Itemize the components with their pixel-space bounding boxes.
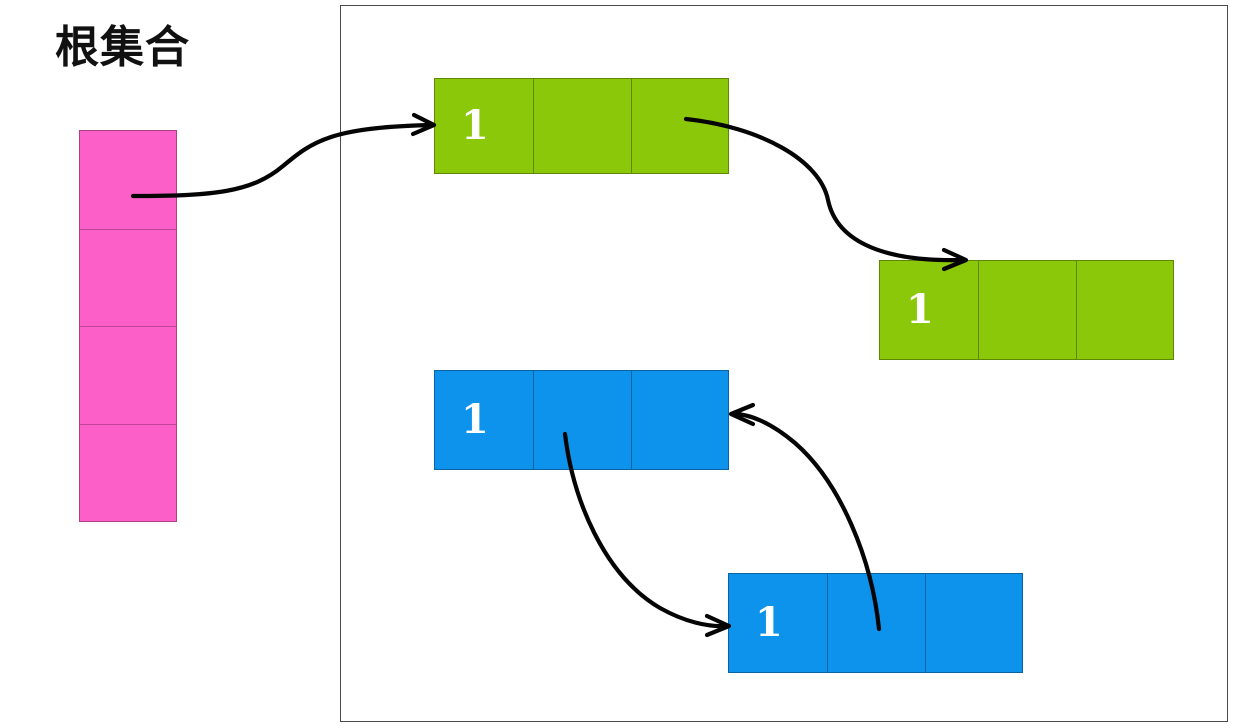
root-set-block [79, 130, 177, 522]
blue-object-2-refcount: 1 [755, 599, 783, 646]
blue-object-1-field-2 [630, 371, 728, 469]
root-set-slot-2 [80, 228, 176, 327]
blue-object-2: 1 [728, 573, 1023, 673]
green-object-2: 1 [879, 260, 1174, 360]
blue-object-1-field-1 [533, 371, 630, 469]
green-object-2-refcount-cell: 1 [880, 261, 978, 359]
root-set-slot-3 [80, 326, 176, 424]
green-object-1-refcount: 1 [461, 102, 489, 149]
green-object-1-refcount-cell: 1 [435, 79, 533, 173]
green-object-2-field-2 [1075, 261, 1173, 359]
green-object-2-field-1 [978, 261, 1075, 359]
blue-object-1: 1 [434, 370, 729, 470]
green-object-1: 1 [434, 78, 729, 174]
green-object-1-field-2 [630, 79, 728, 173]
blue-object-2-refcount-cell: 1 [729, 574, 827, 672]
green-object-1-field-1 [533, 79, 630, 173]
page-title: 根集合 [55, 22, 190, 73]
green-object-2-refcount: 1 [906, 286, 934, 333]
blue-object-2-field-1 [827, 574, 924, 672]
root-set-slot-4 [80, 423, 176, 522]
blue-object-1-refcount: 1 [461, 396, 489, 443]
blue-object-1-refcount-cell: 1 [435, 371, 533, 469]
blue-object-2-field-2 [924, 574, 1022, 672]
root-set-slot-1 [80, 131, 176, 229]
